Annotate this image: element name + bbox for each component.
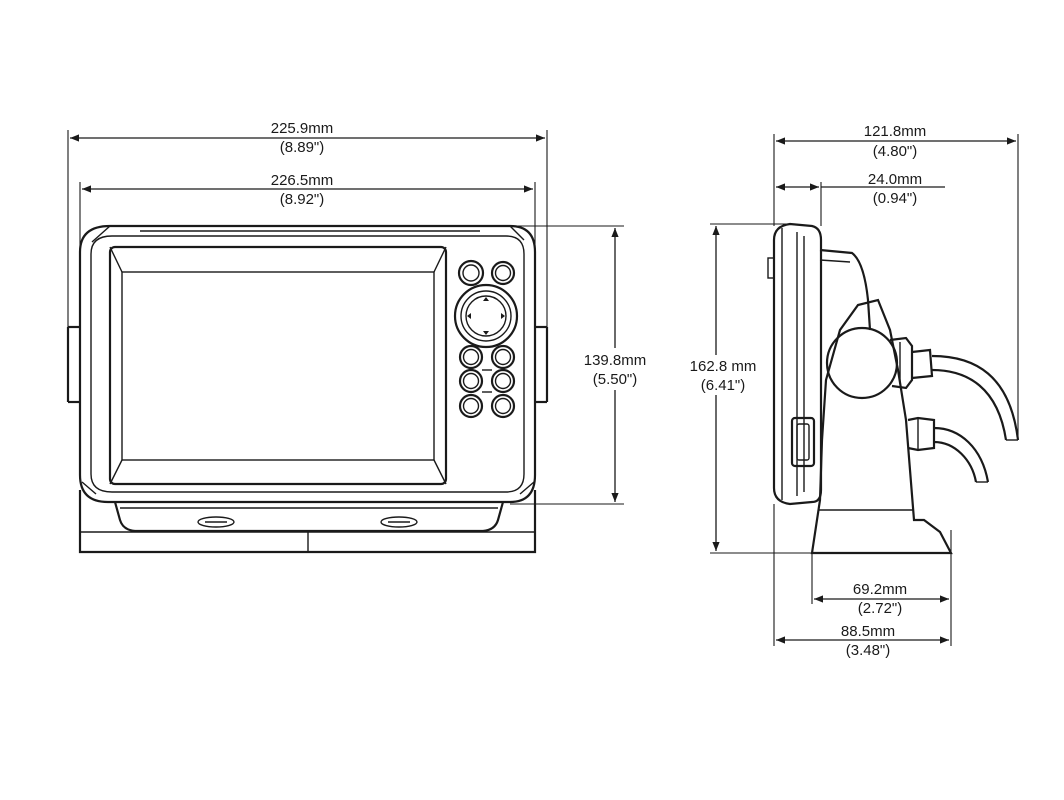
dim-depth-bezel-imperial: (0.94") — [873, 190, 918, 207]
dim-height-body-metric: 139.8mm — [584, 352, 647, 369]
side-pedestal — [810, 298, 953, 555]
key-top-right — [490, 260, 516, 286]
key-row2-left — [458, 368, 484, 394]
front-bracket — [66, 325, 549, 554]
dim-base-inner-metric: 69.2mm — [853, 581, 907, 598]
bracket-slot-right — [380, 516, 418, 528]
dim-base-inner: 69.2mm (2.72") — [814, 581, 949, 617]
dim-depth-overall-imperial: (4.80") — [873, 143, 918, 160]
dim-width-overall-imperial: (8.89") — [280, 139, 325, 156]
side-cable-upper — [931, 354, 1020, 441]
dim-depth-overall: 121.8mm (4.80") — [776, 123, 1016, 160]
dim-height-body-imperial: (5.50") — [593, 371, 638, 388]
bracket-slot-left — [197, 516, 235, 528]
dim-depth-bezel: 24.0mm (0.94") — [776, 171, 945, 207]
dim-height-overall-imperial: (6.41") — [701, 377, 746, 394]
dim-width-overall-metric: 225.9mm — [271, 120, 334, 137]
front-housing — [78, 224, 537, 533]
dim-width-bracket-imperial: (8.92") — [280, 191, 325, 208]
display-screen — [108, 245, 448, 486]
dim-width-bracket-metric: 226.5mm — [271, 172, 334, 189]
dim-height-body: 139.8mm (5.50") — [578, 228, 652, 502]
side-bezel — [767, 222, 823, 506]
dim-base-overall: 88.5mm (3.48") — [776, 623, 949, 659]
dim-depth-overall-metric: 121.8mm — [864, 123, 927, 140]
dim-base-inner-imperial: (2.72") — [858, 600, 903, 617]
key-top-left — [457, 259, 485, 287]
dpad — [453, 283, 519, 349]
side-rear-shell — [819, 248, 872, 331]
dim-depth-bezel-metric: 24.0mm — [868, 171, 922, 188]
key-row3-right — [490, 393, 516, 419]
front-view: 225.9mm (8.89") 226.5mm (8.92") 139.8mm … — [66, 120, 652, 554]
dim-width-bracket: 226.5mm (8.92") — [82, 172, 533, 208]
key-row2-right — [490, 368, 516, 394]
side-view: 121.8mm (4.80") 24.0mm (0.94") 162.8 mm … — [686, 123, 1020, 659]
dim-width-overall: 225.9mm (8.89") — [70, 120, 545, 156]
keypad — [453, 259, 519, 419]
key-row1-right — [490, 344, 516, 370]
key-row1-left — [458, 344, 484, 370]
side-cable-lower — [907, 416, 990, 483]
key-row3-left — [458, 393, 484, 419]
dim-base-overall-imperial: (3.48") — [846, 642, 891, 659]
dim-base-overall-metric: 88.5mm — [841, 623, 895, 640]
dim-height-overall-metric: 162.8 mm — [690, 358, 757, 375]
dim-height-overall: 162.8 mm (6.41") — [686, 226, 756, 551]
side-tilt-knob — [825, 326, 934, 400]
